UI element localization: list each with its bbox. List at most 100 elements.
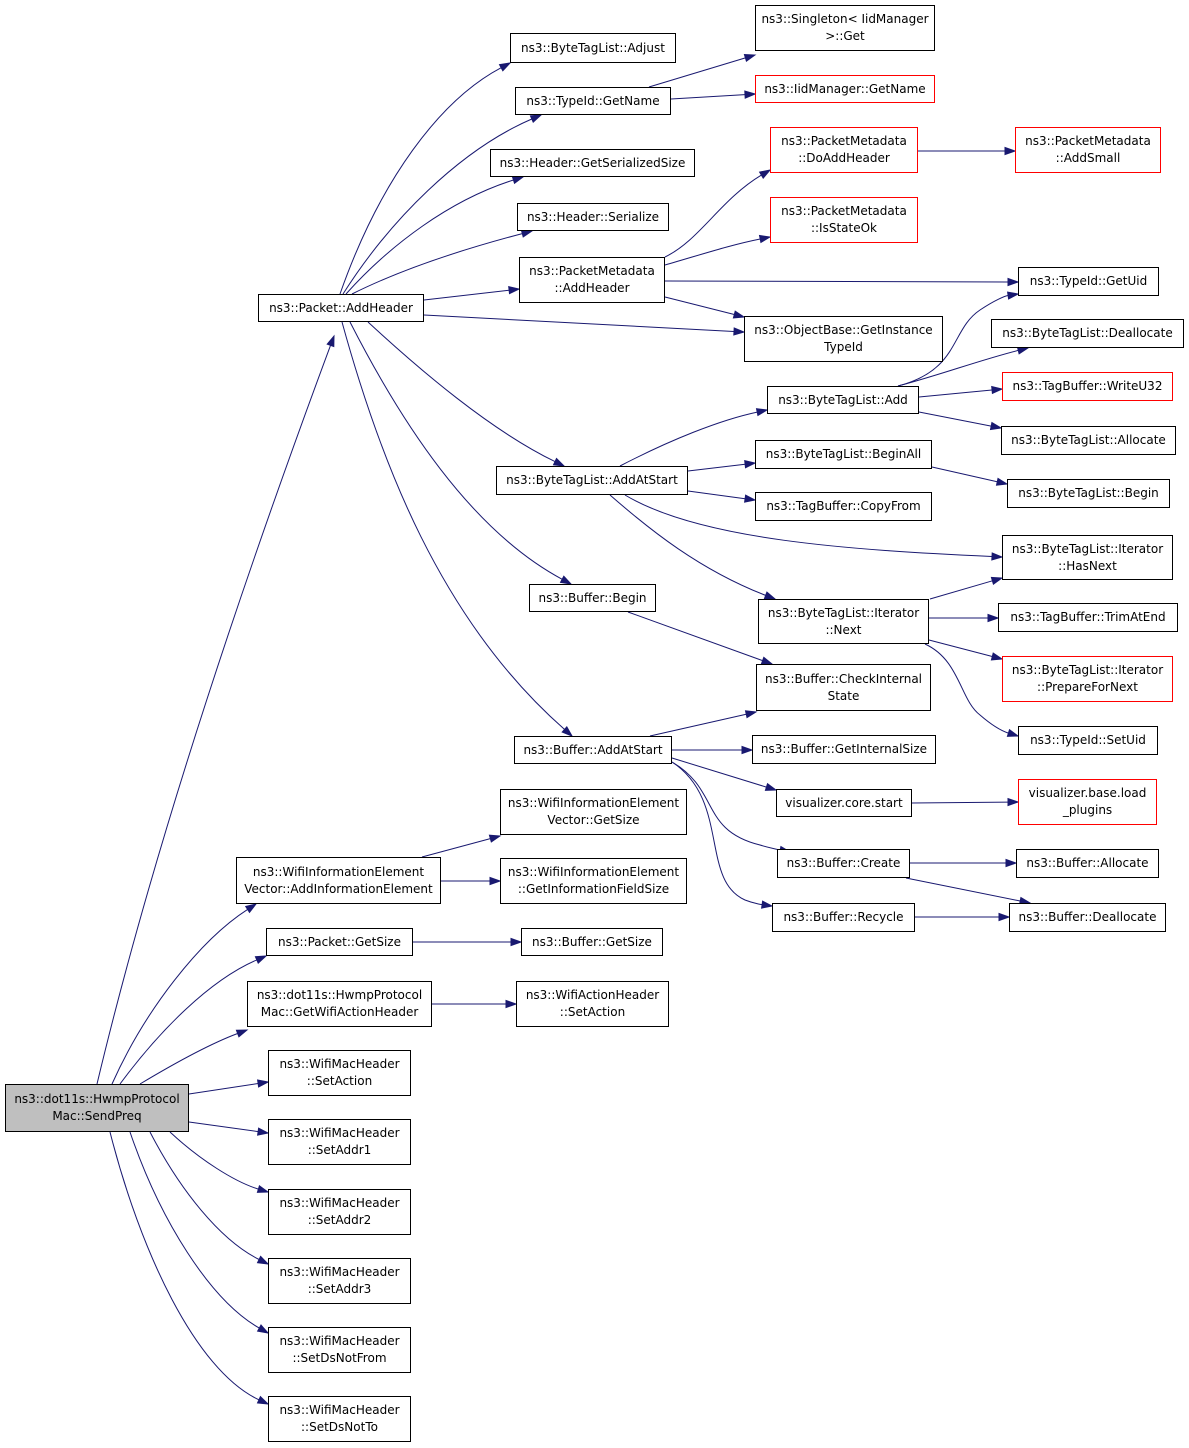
edge-BTLAdd-to-TypeIdGetUid: [897, 295, 1009, 387]
edge-BTLAddAtStart-to-BTLIterHasNext: [624, 494, 993, 557]
arrowhead-BTLAdd-to-BTLAllocate: [989, 421, 1003, 431]
node-VisCoreStart[interactable]: visualizer.core.start: [776, 789, 912, 817]
node-label: ns3::TagBuffer::TrimAtEnd: [1010, 610, 1166, 624]
edge-AddHeader-to-PMAddHeader: [423, 289, 510, 301]
node-BTLIterPrepareForNext[interactable]: ns3::ByteTagList::Iterator ::PrepareForN…: [1002, 656, 1173, 702]
node-PMAddHeader[interactable]: ns3::PacketMetadata ::AddHeader: [519, 257, 665, 303]
node-PMDoAddHeader[interactable]: ns3::PacketMetadata ::DoAddHeader: [770, 127, 918, 173]
node-WIEVAddInformationElement[interactable]: ns3::WifiInformationElement Vector::AddI…: [236, 857, 441, 904]
arrowhead-BTLAddAtStart-to-TBCopyFrom: [744, 494, 757, 503]
node-label: ns3::IidManager::GetName: [764, 81, 926, 96]
arrowhead-SendPreq-to-WIEVAddInformationElement: [244, 903, 258, 914]
edge-SendPreq-to-WIEVAddInformationElement: [111, 908, 248, 1085]
arrowhead-SendPreq-to-PacketGetSize: [254, 955, 268, 965]
arrowhead-BTLAddAtStart-to-BTLIterNext: [763, 591, 777, 600]
edge-AddHeader-to-HeaderGetSerializedSize: [345, 179, 514, 295]
node-BTLAllocate[interactable]: ns3::ByteTagList::Allocate: [1001, 426, 1176, 455]
node-label: ns3::WifiInformationElement ::GetInforma…: [507, 865, 680, 896]
node-WIEVGetSize[interactable]: ns3::WifiInformationElement Vector::GetS…: [500, 789, 687, 835]
node-BTLAdjust[interactable]: ns3::ByteTagList::Adjust: [510, 33, 676, 63]
edge-AddHeader-to-BufferBegin: [349, 321, 563, 580]
node-HeaderSerialize[interactable]: ns3::Header::Serialize: [517, 203, 669, 231]
arrowhead-AddHeader-to-HeaderGetSerializedSize: [511, 176, 525, 185]
node-TypeIdGetName[interactable]: ns3::TypeId::GetName: [515, 87, 671, 115]
node-VisLoadPlugins[interactable]: visualizer.base.load _plugins: [1018, 779, 1157, 825]
node-IidGetName[interactable]: ns3::IidManager::GetName: [755, 75, 935, 103]
edge-BTLIterNext-to-BTLIterHasNext: [929, 580, 993, 600]
arrowhead-BufferAddAtStart-to-BufferGetInternalSize: [741, 745, 754, 755]
node-label: ns3::PacketMetadata ::AddSmall: [1025, 134, 1151, 165]
edge-TypeIdGetName-to-IidGetName: [670, 94, 746, 100]
node-PacketGetSize[interactable]: ns3::Packet::GetSize: [266, 928, 413, 956]
node-label: ns3::ByteTagList::Allocate: [1011, 433, 1166, 447]
node-BTLAdd[interactable]: ns3::ByteTagList::Add: [767, 386, 919, 414]
arrowhead-SendPreq-to-AddHeader: [326, 334, 335, 348]
arrowhead-AddHeader-to-BTLAddAtStart: [552, 457, 566, 467]
arrowhead-AddHeader-to-TypeIdGetName: [529, 114, 543, 124]
edge-SendPreq-to-GetWifiActionHeader: [139, 1033, 238, 1085]
node-label: ns3::WifiActionHeader ::SetAction: [525, 988, 660, 1019]
node-WMHSetDsNotFrom[interactable]: ns3::WifiMacHeader ::SetDsNotFrom: [268, 1327, 411, 1373]
node-WMHSetAddr3[interactable]: ns3::WifiMacHeader ::SetAddr3: [268, 1258, 411, 1304]
node-WMHSetAction[interactable]: ns3::WifiMacHeader ::SetAction: [268, 1050, 411, 1096]
edge-BTLAddAtStart-to-BTLBeginAll: [687, 463, 746, 472]
node-BTLBegin[interactable]: ns3::ByteTagList::Begin: [1007, 479, 1170, 508]
node-HeaderGetSerializedSize[interactable]: ns3::Header::GetSerializedSize: [490, 149, 695, 177]
node-GetWifiActionHeader[interactable]: ns3::dot11s::HwmpProtocol Mac::GetWifiAc…: [247, 981, 432, 1027]
node-TypeIdGetUid[interactable]: ns3::TypeId::GetUid: [1018, 267, 1159, 296]
node-BufferDeallocate[interactable]: ns3::Buffer::Deallocate: [1009, 903, 1166, 932]
edge-AddHeader-to-HeaderSerialize: [351, 233, 523, 295]
edge-BufferAddAtStart-to-BufferCreate: [671, 761, 781, 851]
node-BufferGetSize[interactable]: ns3::Buffer::GetSize: [521, 928, 663, 956]
arrowhead-VisCoreStart-to-VisLoadPlugins: [1007, 797, 1020, 807]
node-TBWriteU32[interactable]: ns3::TagBuffer::WriteU32: [1002, 372, 1173, 401]
node-label: ns3::ByteTagList::Begin: [1018, 486, 1159, 500]
node-label: ns3::ObjectBase::GetInstance TypeId: [754, 323, 933, 354]
node-GetInstanceTypeId[interactable]: ns3::ObjectBase::GetInstance TypeId: [744, 316, 943, 362]
arrowhead-PacketGetSize-to-BufferGetSize: [510, 937, 523, 947]
arrowhead-BTLIterNext-to-BTLIterPrepareForNext: [990, 652, 1004, 661]
edge-SendPreq-to-WMHSetAddr2: [169, 1131, 259, 1190]
arrowhead-SendPreq-to-WMHSetAction: [257, 1079, 270, 1088]
arrowhead-BufferCreate-to-BufferAllocate: [1005, 858, 1018, 868]
node-SingletonGet[interactable]: ns3::Singleton< IidManager >::Get: [755, 5, 935, 51]
node-SendPreq[interactable]: ns3::dot11s::HwmpProtocol Mac::SendPreq: [5, 1084, 189, 1132]
node-BufferCreate[interactable]: ns3::Buffer::Create: [777, 849, 910, 878]
node-TBCopyFrom[interactable]: ns3::TagBuffer::CopyFrom: [755, 492, 932, 521]
arrowhead-BTLAdd-to-BTLDeallocate: [1016, 346, 1030, 355]
node-label: ns3::WifiInformationElement Vector::AddI…: [244, 864, 433, 896]
node-BTLDeallocate[interactable]: ns3::ByteTagList::Deallocate: [991, 319, 1184, 348]
node-label: ns3::Buffer::Begin: [538, 590, 647, 605]
node-WAHSetAction[interactable]: ns3::WifiActionHeader ::SetAction: [516, 981, 669, 1027]
node-WMHSetDsNotTo[interactable]: ns3::WifiMacHeader ::SetDsNotTo: [268, 1396, 411, 1442]
node-BTLBeginAll[interactable]: ns3::ByteTagList::BeginAll: [755, 440, 932, 469]
node-TBTrimAtEnd[interactable]: ns3::TagBuffer::TrimAtEnd: [998, 603, 1178, 632]
node-WMHSetAddr2[interactable]: ns3::WifiMacHeader ::SetAddr2: [268, 1189, 411, 1235]
node-BTLIterHasNext[interactable]: ns3::ByteTagList::Iterator ::HasNext: [1002, 535, 1173, 580]
node-label: ns3::ByteTagList::Deallocate: [1002, 326, 1173, 340]
node-TypeIdSetUid[interactable]: ns3::TypeId::SetUid: [1018, 726, 1158, 755]
node-BufferCheckInternalState[interactable]: ns3::Buffer::CheckInternal State: [756, 664, 931, 711]
node-BufferAllocate[interactable]: ns3::Buffer::Allocate: [1016, 849, 1159, 878]
node-BufferRecycle[interactable]: ns3::Buffer::Recycle: [772, 903, 915, 932]
arrowhead-BTLAdd-to-TBWriteU32: [991, 385, 1004, 395]
node-PMAddSmall[interactable]: ns3::PacketMetadata ::AddSmall: [1015, 127, 1161, 173]
node-BufferGetInternalSize[interactable]: ns3::Buffer::GetInternalSize: [752, 735, 936, 764]
arrowhead-SendPreq-to-WMHSetAddr3: [256, 1255, 270, 1265]
node-WMHSetAddr1[interactable]: ns3::WifiMacHeader ::SetAddr1: [268, 1119, 411, 1165]
node-BTLIterNext[interactable]: ns3::ByteTagList::Iterator ::Next: [758, 599, 929, 644]
node-AddHeader[interactable]: ns3::Packet::AddHeader: [258, 294, 424, 322]
arrowhead-SendPreq-to-WMHSetAddr1: [257, 1127, 270, 1136]
node-label: ns3::TypeId::SetUid: [1030, 733, 1146, 747]
node-PMIsStateOk[interactable]: ns3::PacketMetadata ::IsStateOk: [770, 197, 918, 243]
node-BufferAddAtStart[interactable]: ns3::Buffer::AddAtStart: [514, 736, 672, 764]
edge-WIEVAddInformationElement-to-WIEVGetSize: [421, 838, 491, 858]
edge-AddHeader-to-BTLAdjust: [339, 67, 502, 295]
node-BufferBegin[interactable]: ns3::Buffer::Begin: [529, 584, 656, 612]
edge-BufferBegin-to-BufferCheckInternalState: [627, 611, 763, 662]
arrowhead-BufferBegin-to-BufferCheckInternalState: [760, 656, 774, 665]
node-BTLAddAtStart[interactable]: ns3::ByteTagList::AddAtStart: [496, 466, 688, 495]
node-label: ns3::WifiInformationElement Vector::GetS…: [507, 796, 680, 827]
node-WIEGetInformationFieldSize[interactable]: ns3::WifiInformationElement ::GetInforma…: [500, 858, 687, 904]
node-label: ns3::Buffer::Create: [786, 856, 901, 870]
